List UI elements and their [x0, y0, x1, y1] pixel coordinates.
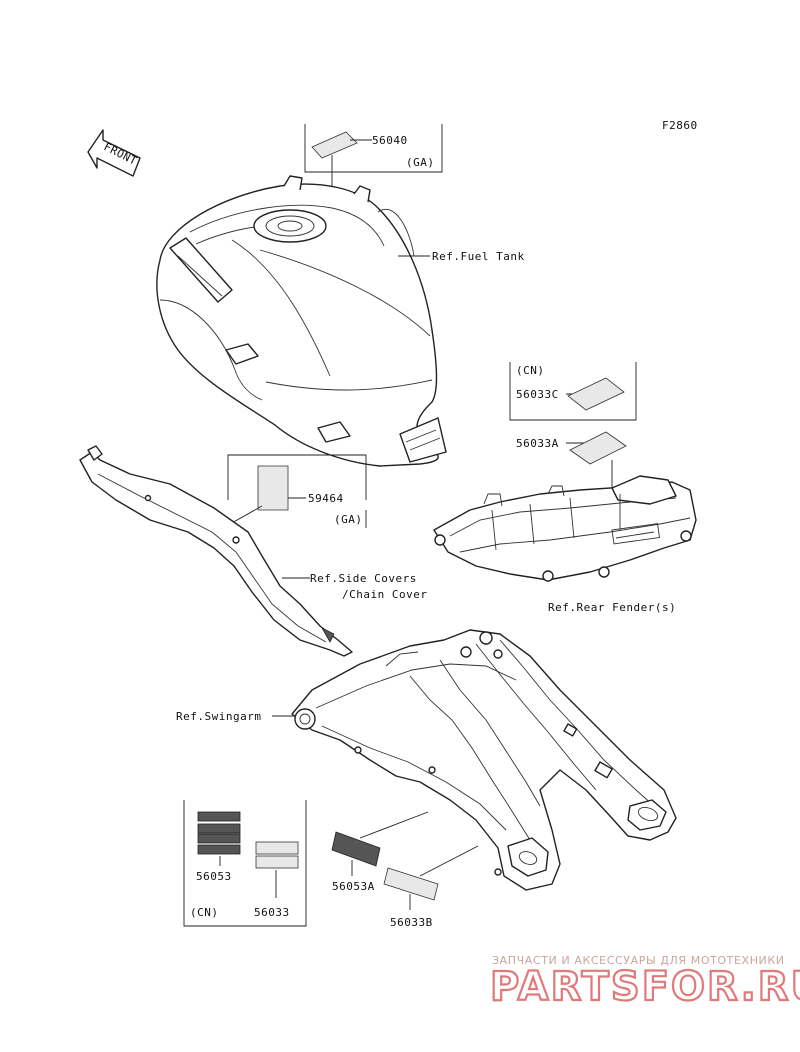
- ref-fuel-tank-label: Ref.Fuel Tank: [432, 250, 525, 263]
- fuel-tank-drawing: [156, 175, 447, 467]
- part-number-56033b: 56033B: [390, 916, 433, 929]
- label-box-59464: 59464 (GA): [227, 454, 367, 528]
- ref-side-covers-label: Ref.Side Covers: [310, 572, 417, 585]
- decal-56033b: [383, 867, 439, 901]
- ref-chain-cover-label: /Chain Cover: [342, 588, 427, 601]
- watermark-brand: PARTSFOR.RU: [490, 964, 800, 1010]
- part-number-59464: 59464: [308, 492, 344, 505]
- decal-56033a: [569, 431, 627, 465]
- part-number-56033a: 56033A: [516, 437, 559, 450]
- region-code-ga-2: (GA): [334, 513, 363, 526]
- part-number-56053a: 56053A: [332, 880, 375, 893]
- decal-56053a: [331, 831, 381, 867]
- swingarm-drawing: [291, 629, 677, 891]
- region-code-cn-2: (CN): [190, 906, 219, 919]
- decal-56033c: [567, 377, 625, 411]
- label-56033b: 56033B: [383, 845, 479, 929]
- ref-rear-fender-label: Ref.Rear Fender(s): [548, 601, 676, 614]
- part-number-56040: 56040: [372, 134, 408, 147]
- region-code-ga-1: (GA): [406, 156, 435, 169]
- label-56033a: 56033A: [516, 431, 627, 502]
- figure-code: F2860: [662, 119, 698, 132]
- ref-swingarm-label: Ref.Swingarm: [176, 710, 261, 723]
- label-box-56053-56033: 56053 (CN) 56033: [183, 800, 307, 927]
- decal-56033: [255, 841, 299, 855]
- part-number-56033c: 56033C: [516, 388, 559, 401]
- region-code-cn-1: (CN): [516, 364, 545, 377]
- decal-56053-bottom: [197, 833, 241, 844]
- decal-59464: [257, 465, 289, 511]
- decal-56040: [311, 131, 358, 159]
- front-arrow-icon: FRONT: [87, 129, 141, 177]
- label-box-56033c: (CN) 56033C: [509, 362, 637, 421]
- rear-fender-drawing: [433, 475, 697, 582]
- side-cover-drawing: [79, 445, 353, 657]
- label-56053a: 56053A: [331, 811, 429, 893]
- part-number-56033: 56033: [254, 906, 290, 919]
- decal-56053-top: [197, 811, 241, 822]
- part-number-56053: 56053: [196, 870, 232, 883]
- watermark-tagline: ЗАПЧАСТИ И АКСЕССУАРЫ ДЛЯ МОТОТЕХНИКИ: [492, 954, 785, 967]
- watermark-logo: ЗАПЧАСТИ И АКСЕССУАРЫ ДЛЯ МОТОТЕХНИКИ PA…: [489, 954, 800, 1011]
